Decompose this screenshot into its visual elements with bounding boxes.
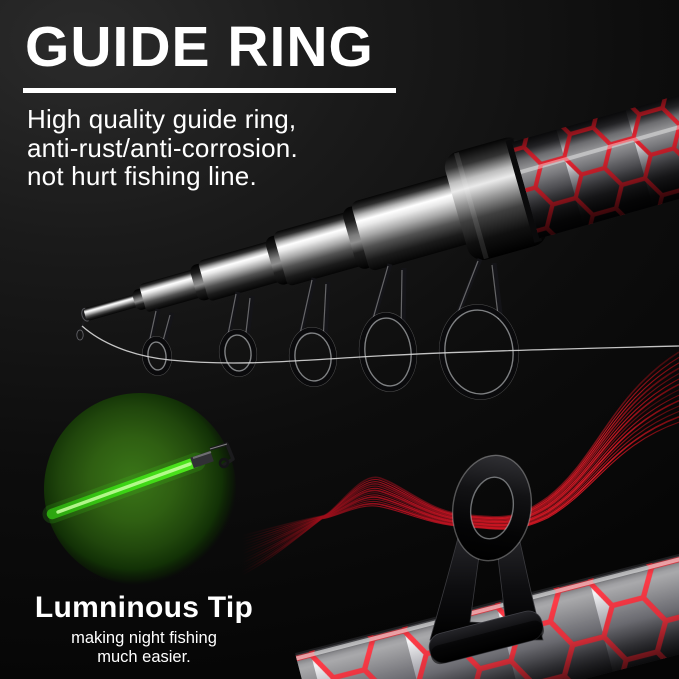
guide-ring: [438, 258, 520, 400]
luminous-tip-subtitle-line: making night fishing: [71, 629, 217, 647]
luminous-rod-tip: [42, 452, 206, 524]
description-line: High quality guide ring,: [27, 104, 297, 134]
fishing-line: [81, 325, 679, 364]
telescopic-rod: [81, 87, 679, 322]
luminous-circle: [42, 393, 236, 585]
luminous-tip-label: Lumninous Tip: [34, 591, 254, 624]
description-line: not hurt fishing line.: [27, 161, 257, 191]
large-guide-ring: [428, 454, 544, 665]
guide-rings-group: [141, 258, 520, 400]
guide-foot: [428, 610, 544, 665]
tip-guide-hardware: [190, 442, 235, 469]
guide-ring: [141, 308, 175, 376]
luminous-tip-subtitle-line: much easier.: [97, 648, 191, 666]
description-line: anti-rust/anti-corrosion.: [27, 132, 298, 163]
guide-ring: [358, 263, 418, 392]
carbon-hex-butt-section: [512, 87, 679, 239]
guide-ring: [288, 277, 338, 387]
headline-underline: [23, 88, 396, 93]
page-title: GUIDE RING: [25, 15, 374, 79]
tip-top-guide: [75, 320, 86, 342]
red-wave-lines: [241, 351, 679, 576]
headline-description: High quality guide ring, anti-rust/anti-…: [27, 105, 298, 191]
luminous-tip-callout: Lumninous Tip making night fishing much …: [13, 591, 275, 667]
guide-ring: [218, 291, 258, 377]
